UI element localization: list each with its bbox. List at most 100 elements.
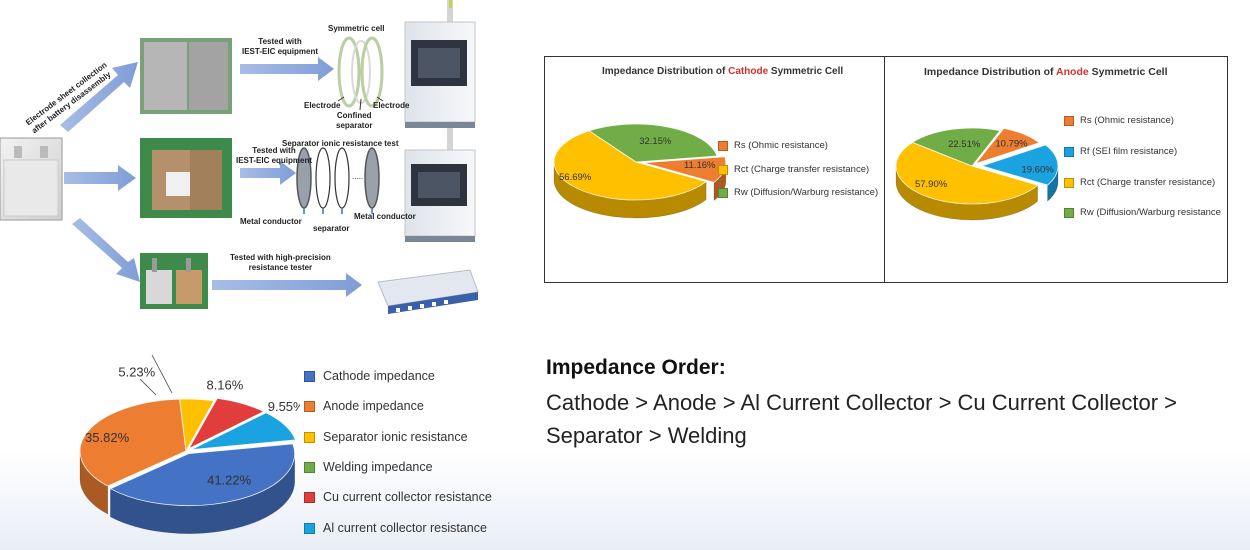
pie-slice [109,443,296,507]
arrow-row3 [212,273,362,297]
arrow-to-row1 [60,62,138,132]
arrow-row1 [240,57,334,81]
row1-tested-line1: Tested with [258,37,302,46]
electrode-left-label: Electrode [304,101,341,110]
anode-title-suffix: Symmetric Cell [1088,66,1168,78]
anode-chart-title: Impedance Distribution of Anode Symmetri… [924,66,1168,78]
eic-instrument-1 [404,0,476,128]
symmetric-cell-drawing [337,36,384,111]
legend-swatch [304,431,315,443]
pouch-cell-image [0,137,63,221]
current-collector-photo [140,253,208,309]
separator-test-drawing [296,147,380,214]
pie-slice [895,141,1039,205]
row1-tested-line2: IEST-EIC equipment [242,47,319,56]
legend-label: Welding impedance [323,460,433,474]
legend-swatch [718,140,728,151]
metal-conductor-right-label: Metal conductor [354,212,416,221]
cathode-title-prefix: Impedance Distribution of [602,66,729,77]
separator-label: separator [313,224,350,233]
pie-slice [911,127,1001,167]
legend-label: Rw (Diffusion/Warburg resistance) [734,187,879,198]
arrow-to-row3 [72,218,140,282]
legend-swatch [1064,207,1074,218]
separator-photo [140,138,232,218]
legend-swatch [304,461,315,473]
legend-label: Rw (Diffusion/Warburg resistance [1080,207,1221,218]
pie-data-label: 8.16% [206,378,243,393]
pie-slice [588,123,718,163]
legend-swatch [1064,115,1074,126]
overall-legend-welding: Welding impedance [304,460,433,474]
legend-label: Cu current collector resistance [323,490,492,504]
overall-impedance-pie-chart: 41.22%35.82%5.23%0.02%8.16%9.55% [79,354,300,534]
pie-slice [185,400,215,452]
legend-swatch [1064,177,1074,188]
electrode-right-label: Electrode [373,101,410,110]
symmetric-cell-title: Symmetric cell [328,24,385,33]
pie-data-label: 5.23% [118,365,155,380]
pie-data-label: 19.60% [1021,164,1054,175]
anode-legend-rf: Rf (SEI film resistance) [1064,146,1177,157]
overall-legend-cathode: Cathode impedance [304,369,435,383]
row3-tested-label: Tested with high-precision resistance te… [230,253,331,273]
pie-slice [974,127,1041,165]
impedance-order-text: Cathode > Anode > Al Current Collector >… [546,390,1178,448]
legend-swatch [718,187,728,198]
cathode-legend-rct: Rct (Charge transfer resistance) [718,164,869,175]
metal-conductor-left-label: Metal conductor [240,217,302,226]
anode-title-prefix: Impedance Distribution of [924,66,1057,78]
cathode-legend-rs: Rs (Ohmic resistance) [718,140,828,151]
legend-label: Cathode impedance [323,369,435,383]
legend-swatch [304,522,315,534]
confined-line1: Confined [336,111,372,120]
row2-tested-label: Tested with IEST-EIC equipment [236,146,312,166]
overall-legend-anode: Anode impedance [304,399,424,413]
pie-data-label: 32.15% [639,136,672,147]
anode-legend-rw: Rw (Diffusion/Warburg resistance [1064,207,1221,218]
pie-data-label: 41.22% [207,473,252,488]
electrode-sheets-photo [140,38,232,114]
legend-swatch [718,164,728,175]
legend-swatch [304,491,315,503]
anode-pie-chart: 10.79% 19.60% 57.90% 22.51% [895,127,1059,221]
anode-legend-rs: Rs (Ohmic resistance) [1064,115,1174,126]
overall-legend-al: Al current collector resistance [304,521,487,535]
legend-label: Rs (Ohmic resistance) [734,140,828,151]
pie-data-label: 10.79% [995,138,1028,149]
cathode-title-suffix: Symmetric Cell [768,66,844,77]
row2-tested-line1: Tested with [252,146,296,155]
row3-tested-line2: resistance tester [248,263,313,272]
pie-slice [188,397,265,450]
pie-data-label: 22.51% [948,139,981,150]
impedance-order-title: Impedance Order: [546,356,726,379]
cathode-pie-chart: 11.16%56.69%32.15% [553,123,727,219]
cathode-legend-rw: Rw (Diffusion/Warburg resistance) [718,187,878,198]
legend-label: Anode impedance [323,399,424,413]
cathode-title-highlight: Cathode [728,66,769,77]
pie-slice [553,130,708,201]
arrow-row2 [240,161,296,185]
pie-data-label: 35.82% [85,430,130,445]
confined-separator-label: Confined separator [336,111,372,131]
legend-label: Al current collector resistance [323,521,487,535]
pie-data-label: 57.90% [915,179,948,190]
legend-swatch [304,370,315,382]
pie-data-label: 11.16% [684,160,716,171]
pie-slice [79,398,187,487]
pie-slice [980,144,1059,186]
row1-tested-label: Tested with IEST-EIC equipment [242,37,318,57]
overall-legend-cu: Cu current collector resistance [304,490,492,504]
anode-title-highlight: Anode [1056,66,1089,78]
cathode-chart-title: Impedance Distribution of Cathode Symmet… [602,66,843,77]
legend-swatch [1064,146,1074,157]
legend-label: Separator ionic resistance [323,430,468,444]
arrow-to-row2 [64,165,136,191]
workflow-diagram: Electrode sheet collection after battery… [0,0,500,325]
legend-label: Rs (Ohmic resistance) [1080,115,1174,126]
legend-label: Rct (Charge transfer resistance) [734,164,870,175]
pie-leader-line [139,378,157,396]
workflow-svg [0,0,479,314]
pie-slice [191,412,296,451]
row3-tested-line1: Tested with high-precision [230,253,331,262]
